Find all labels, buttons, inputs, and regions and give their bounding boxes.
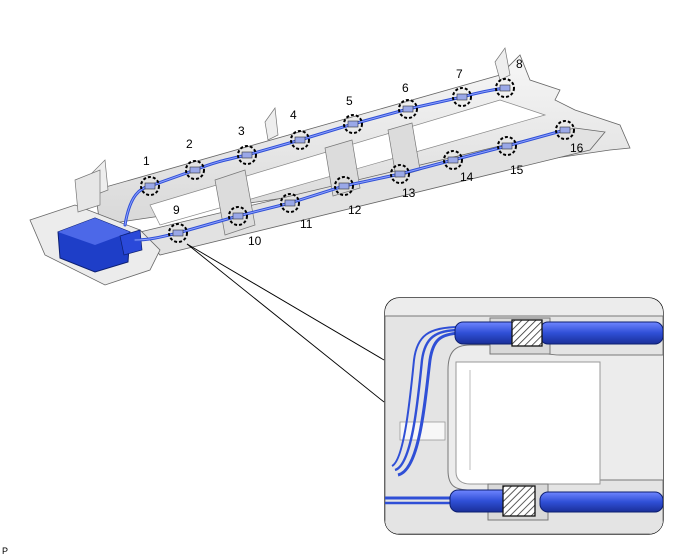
clamp-marker-15 xyxy=(497,136,517,156)
clamp-body-11 xyxy=(284,199,296,207)
clamp-marker-5 xyxy=(343,114,363,134)
clamp-markers xyxy=(140,78,575,243)
detail-view xyxy=(384,297,664,535)
callout-label-13: 13 xyxy=(402,186,416,200)
clamp-marker-14 xyxy=(443,150,463,170)
callout-label-7: 7 xyxy=(456,67,463,81)
clamp-body-14 xyxy=(447,156,459,164)
callout-label-2: 2 xyxy=(186,137,193,151)
clamp-body-8 xyxy=(499,84,511,92)
clamp-body-6 xyxy=(402,105,414,113)
clamp-body-10 xyxy=(232,212,244,220)
callout-label-4: 4 xyxy=(290,108,297,122)
clamp-marker-6 xyxy=(398,99,418,119)
callout-label-10: 10 xyxy=(248,234,262,248)
harness-connector xyxy=(57,217,143,273)
corner-mark: P xyxy=(2,546,9,556)
clamp-marker-4 xyxy=(290,130,310,150)
clamp-body-3 xyxy=(241,151,253,159)
clamp-body-1 xyxy=(144,182,156,190)
clamp-body-9 xyxy=(172,229,184,237)
clamp-body-5 xyxy=(347,120,359,128)
clamp-body-12 xyxy=(338,182,350,190)
clamp-marker-12 xyxy=(334,176,354,196)
callout-label-9: 9 xyxy=(173,203,180,217)
callout-label-12: 12 xyxy=(348,203,362,217)
clamp-body-7 xyxy=(456,93,468,101)
callout-label-8: 8 xyxy=(516,57,523,71)
clamp-body-15 xyxy=(501,142,513,150)
clamp-body-13 xyxy=(394,170,406,178)
callout-label-3: 3 xyxy=(238,124,245,138)
clamp-marker-10 xyxy=(228,206,248,226)
clamp-marker-3 xyxy=(237,145,257,165)
callout-label-16: 16 xyxy=(570,141,584,155)
callout-label-1: 1 xyxy=(143,154,150,168)
clamp-marker-8 xyxy=(495,78,515,98)
callout-labels: 1 2 3 4 5 6 7 8 9 10 11 12 13 14 15 16 xyxy=(143,57,584,248)
callout-label-6: 6 xyxy=(402,81,409,95)
clamp-marker-1 xyxy=(140,176,160,196)
clamp-marker-7 xyxy=(452,87,472,107)
clamp-marker-2 xyxy=(185,160,205,180)
clamp-body-16 xyxy=(559,126,571,134)
clamp-body-4 xyxy=(294,136,306,144)
clamp-marker-16 xyxy=(555,120,575,140)
callout-label-15: 15 xyxy=(510,163,524,177)
callout-label-11: 11 xyxy=(300,217,313,231)
harness-bracket xyxy=(29,47,631,286)
callout-label-14: 14 xyxy=(460,170,474,184)
clamp-body-2 xyxy=(189,166,201,174)
clamp-marker-9 xyxy=(168,223,188,243)
detail-leader-lines xyxy=(186,243,385,403)
clamp-marker-13 xyxy=(390,164,410,184)
callout-label-5: 5 xyxy=(346,94,353,108)
clamp-marker-11 xyxy=(280,193,300,213)
